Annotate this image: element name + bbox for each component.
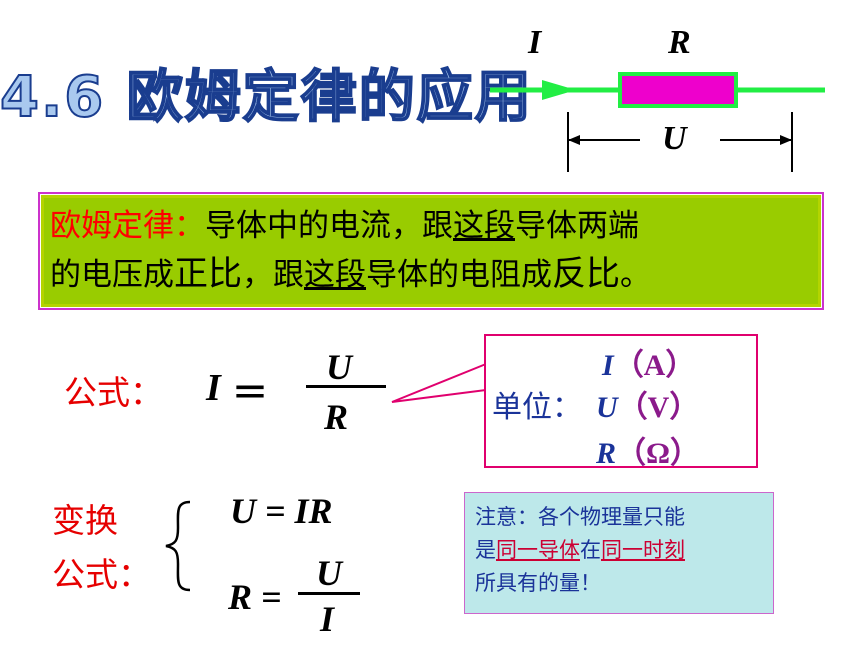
- law-underlined-text: 这段: [304, 257, 366, 293]
- ohms-law-box: 欧姆定律：导体中的电流，跟这段导体两端 的电压成正比，跟这段导体的电阻成反比。: [38, 192, 824, 310]
- voltage-symbol: U: [662, 120, 687, 157]
- current-symbol: I: [528, 24, 542, 61]
- law-text-part: 导体的电阻成: [366, 257, 552, 293]
- law-emphasis: 正比: [174, 254, 242, 294]
- left-brace-icon: [165, 500, 191, 592]
- transform-eq1: U = IR: [230, 491, 333, 531]
- formula-equals: ＝: [232, 373, 269, 414]
- law-text-part: 的电压成: [50, 257, 174, 293]
- law-label: 欧姆定律：: [50, 208, 205, 244]
- formula-label: 公式：: [64, 373, 163, 412]
- resistor-circuit-diagram: [490, 72, 825, 172]
- formula-numerator: U: [326, 347, 352, 387]
- law-text-part: 导体中的电流，跟: [205, 208, 453, 244]
- transform-eq2-numerator: U: [316, 553, 342, 593]
- law-underlined-text: 这段: [453, 208, 515, 244]
- transform-eq2-lhs: R =: [228, 577, 282, 617]
- law-text-part: 。: [620, 257, 651, 293]
- transform-eq2-denominator: I: [320, 599, 335, 639]
- formula-lhs: I: [206, 367, 221, 409]
- law-text-part: 导体两端: [515, 208, 639, 244]
- unit-row-resistance: R（Ω）: [596, 437, 701, 470]
- units-label: 单位：: [492, 390, 582, 425]
- transform-label-line1: 变换: [52, 501, 118, 540]
- formula-denominator: R: [324, 397, 349, 437]
- unit-row-voltage: U（V）: [596, 391, 700, 424]
- formula-fraction-bar: [306, 385, 386, 388]
- note-underlined: 同一导体: [496, 538, 580, 562]
- transform-label-line2: 公式：: [52, 555, 151, 594]
- note-box: 注意：各个物理量只能 是同一导体在同一时刻 所具有的量！: [464, 492, 774, 614]
- ohms-law-statement: 欧姆定律：导体中的电流，跟这段导体两端 的电压成正比，跟这段导体的电阻成反比。: [50, 202, 820, 299]
- law-text-part: ，跟: [242, 257, 304, 293]
- transform-fraction-bar: [298, 592, 360, 595]
- units-box: 单位： I（A） U（V） R（Ω）: [484, 334, 758, 470]
- note-line-2: 是同一导体在同一时刻: [475, 538, 685, 562]
- law-emphasis: 反比: [552, 254, 620, 294]
- unit-row-current: I（A）: [602, 349, 696, 382]
- slide-title: 4.6 欧姆定律的应用: [0, 64, 533, 131]
- resistor: [618, 72, 738, 108]
- note-line-3: 所具有的量！: [475, 571, 601, 595]
- note-underlined: 同一时刻: [601, 538, 685, 562]
- current-arrow-icon: [542, 80, 576, 100]
- callout-pointer: [391, 362, 487, 403]
- resistor-symbol: R: [668, 24, 691, 61]
- note-line-1: 注意：各个物理量只能: [475, 505, 685, 529]
